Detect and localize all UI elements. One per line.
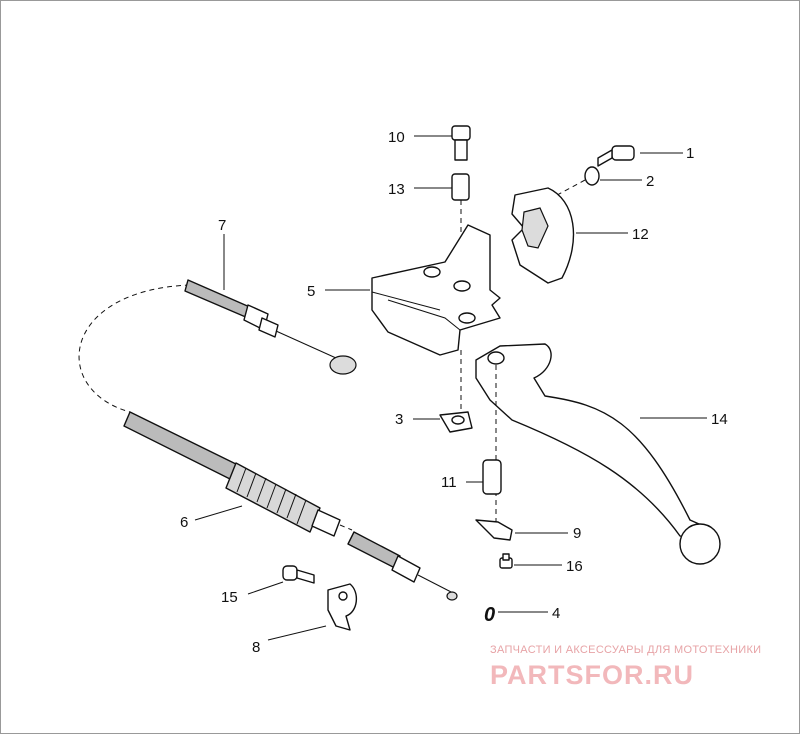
leader-lines	[194, 135, 707, 641]
watermark: ЗАПЧАСТИ И АКСЕССУАРЫ ДЛЯ МОТОТЕХНИКИ PA…	[490, 644, 761, 690]
lower-clutch-cable	[123, 411, 458, 601]
callout-7: 7	[218, 217, 226, 234]
part-2-washer	[584, 166, 600, 186]
part-8-cable-clip	[327, 583, 357, 631]
callout-4: 4	[552, 605, 560, 622]
callout-8: 8	[252, 639, 260, 656]
part-1-screw	[597, 145, 635, 167]
callout-1: 1	[686, 145, 694, 162]
callout-2: 2	[646, 173, 654, 190]
part-16-screw	[499, 553, 513, 569]
callout-labels: 1 2 3 4 5 6 7 8 9 10 11 12 13 14 15 16	[180, 129, 728, 656]
callout-9: 9	[573, 525, 581, 542]
callout-5: 5	[307, 283, 315, 300]
watermark-subtitle: ЗАПЧАСТИ И АКСЕССУАРЫ ДЛЯ МОТОТЕХНИКИ	[490, 644, 761, 656]
callout-12: 12	[632, 226, 649, 243]
watermark-brand: PARTSFOR.RU	[490, 660, 694, 690]
part-14-lever	[475, 343, 721, 565]
part-5-bracket	[371, 224, 501, 356]
part-4-oring: 0	[484, 604, 495, 626]
part-13-bushing	[451, 173, 470, 201]
callout-11: 11	[441, 474, 457, 491]
part-15-screw	[282, 565, 315, 584]
cable-end-fitting	[329, 355, 357, 375]
upper-clutch-cable	[78, 279, 357, 413]
callout-10: 10	[388, 129, 405, 146]
callout-6: 6	[180, 514, 188, 531]
part-11-sleeve	[482, 459, 502, 495]
callout-13: 13	[388, 181, 405, 198]
part-10-pin	[451, 125, 471, 161]
callout-14: 14	[711, 411, 728, 428]
callout-16: 16	[566, 558, 583, 575]
part-9-cam	[475, 519, 513, 541]
callout-3: 3	[395, 411, 403, 428]
callout-15: 15	[221, 589, 238, 606]
